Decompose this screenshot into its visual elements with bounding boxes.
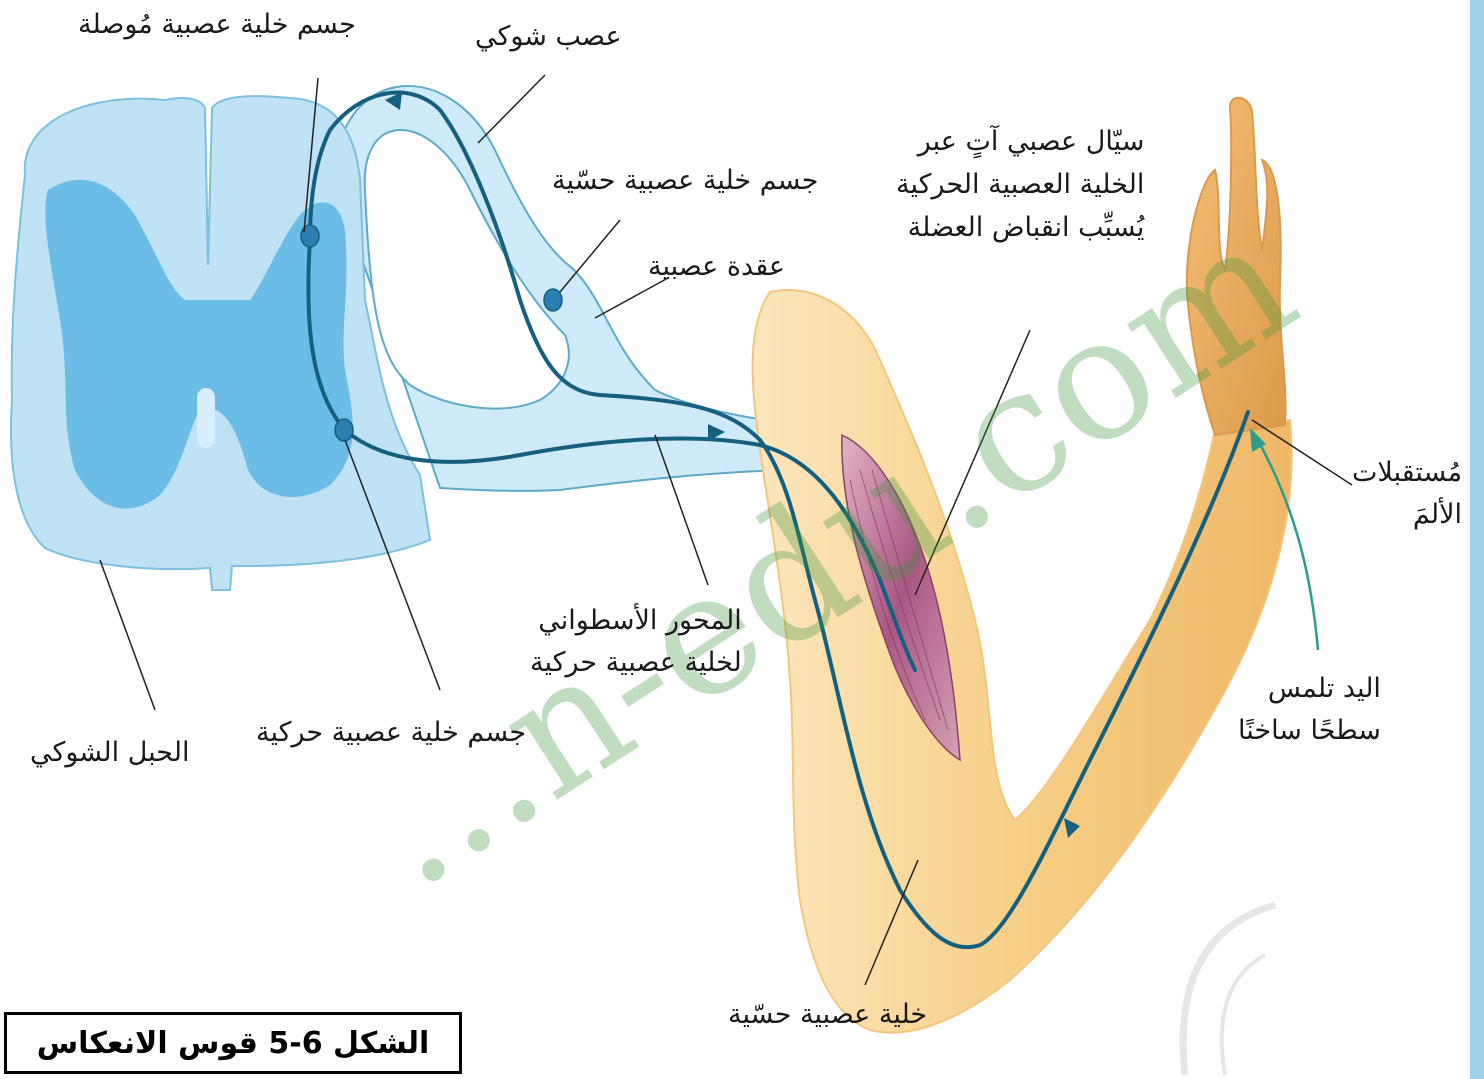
label-interneuron-body: جسم خلية عصبية مُوصلة <box>78 4 356 46</box>
label-pain-receptors-line1: مُستقبلات <box>1352 452 1462 494</box>
label-pain-receptors: مُستقبلات الألمَ <box>1352 452 1462 536</box>
label-impulse-line2: الخلية العصبية الحركية <box>896 163 1144 206</box>
label-sensory-neuron: خلية عصبية حسّية <box>728 994 927 1036</box>
label-hand-hot-surface: اليد تلمس سطحًا ساخنًا <box>1238 668 1381 752</box>
label-sensory-neuron-body: جسم خلية عصبية حسّية <box>552 160 818 202</box>
label-spinal-nerve: عصب شوكي <box>475 16 622 58</box>
label-pain-receptors-line2: الألمَ <box>1352 494 1462 536</box>
spinal-nerve <box>335 86 800 491</box>
decorative-arcs <box>1183 905 1275 1075</box>
motor-neuron-body-dot <box>335 419 353 441</box>
label-impulse-motor: سيّال عصبي آتٍ عبر الخلية العصبية الحركي… <box>896 120 1144 250</box>
label-axon: المحور الأسطواني لخلية عصبية حركية <box>530 600 742 684</box>
label-impulse-line1: سيّال عصبي آتٍ عبر <box>896 120 1144 163</box>
label-impulse-line3: يُسبِّب انقباض العضلة <box>896 206 1144 249</box>
label-hand-line1: اليد تلمس <box>1238 668 1381 710</box>
label-motor-neuron-body: جسم خلية عصبية حركية <box>256 712 526 754</box>
right-edge-strip <box>1470 0 1484 1079</box>
figure-caption: الشكل 6-5 قوس الانعكاس <box>4 1012 462 1074</box>
label-axon-line2: لخلية عصبية حركية <box>530 642 742 684</box>
label-spinal-cord: الحبل الشوكي <box>30 732 189 774</box>
sensory-neuron-body-dot <box>544 289 562 311</box>
label-hand-line2: سطحًا ساخنًا <box>1238 710 1381 752</box>
label-axon-line1: المحور الأسطواني <box>530 600 742 642</box>
label-ganglion: عقدة عصبية <box>648 246 785 288</box>
